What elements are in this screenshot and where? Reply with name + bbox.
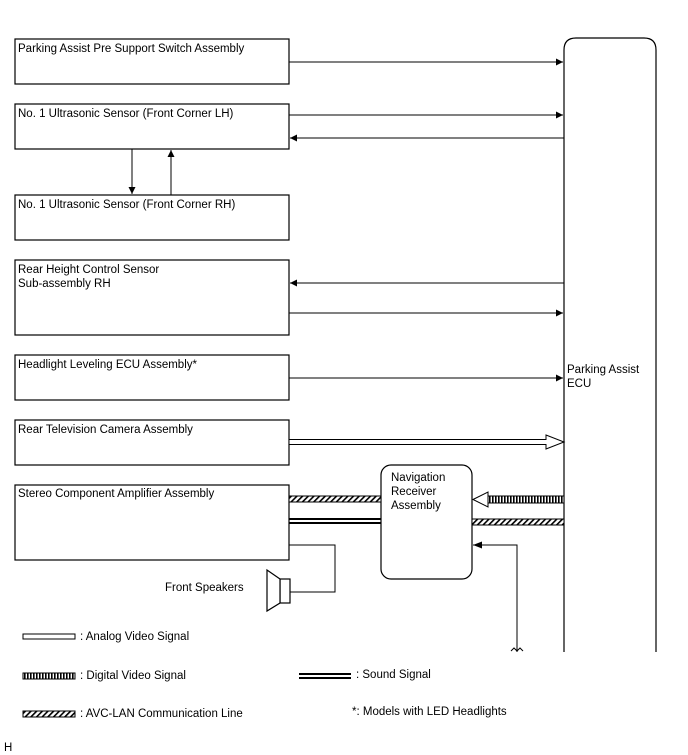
nav-label-line3: Assembly [391, 500, 441, 512]
stereo-amplifier-block: Stereo Component Amplifier Assembly [14, 484, 290, 561]
legend-analog-label: : Analog Video Signal [80, 631, 189, 643]
nav-label-line2: Receiver [391, 486, 437, 498]
amp-to-speaker-line [289, 544, 336, 593]
legend-digital-swatch [22, 672, 76, 680]
rear-camera-block: Rear Television Camera Assembly [14, 419, 290, 466]
avc-lan-amp-to-nav [288, 495, 382, 503]
headlight-ecu-label: Headlight Leveling ECU Assembly* [18, 359, 198, 371]
corner-mark: H [4, 742, 12, 754]
nav-label-line1: Navigation [391, 472, 445, 484]
legend-analog-swatch [22, 633, 76, 640]
parking-assist-switch-label: Parking Assist Pre Support Switch Assemb… [18, 43, 245, 55]
rear-height-label-line2: Sub-assembly RH [18, 278, 111, 290]
legend-sound-label: : Sound Signal [356, 669, 431, 681]
digital-video-arrow [471, 491, 565, 508]
analog-video-arrow [288, 434, 566, 450]
stereo-amplifier-label: Stereo Component Amplifier Assembly [18, 488, 214, 500]
rear-camera-label: Rear Television Camera Assembly [18, 424, 193, 436]
ecu-label-line2: ECU [567, 378, 591, 390]
avc-lan-nav-to-ecu [471, 518, 565, 526]
footnote: *: Models with LED Headlights [352, 706, 507, 718]
parking-assist-ecu: Parking Assist ECU [563, 37, 657, 652]
legend-digital-label: : Digital Video Signal [80, 670, 186, 682]
rear-height-label-line1: Rear Height Control Sensor [18, 264, 159, 276]
navigation-receiver-block: Navigation Receiver Assembly [380, 464, 473, 580]
legend-avc-label: : AVC-LAN Communication Line [80, 708, 243, 720]
ecu-label-line1: Parking Assist [567, 364, 640, 376]
ultrasonic-sensor-rh-label: No. 1 Ultrasonic Sensor (Front Corner RH… [18, 199, 235, 211]
parking-assist-switch-block: Parking Assist Pre Support Switch Assemb… [14, 38, 290, 85]
input-to-nav-arrowhead [473, 541, 482, 549]
headlight-ecu-block: Headlight Leveling ECU Assembly* [14, 354, 290, 401]
speaker-icon [266, 568, 291, 613]
ultrasonic-sensor-rh-block: No. 1 Ultrasonic Sensor (Front Corner RH… [14, 194, 290, 241]
input-to-nav-line [473, 544, 518, 652]
front-speakers-label: Front Speakers [165, 582, 244, 594]
sound-signal-line [289, 518, 381, 524]
legend-sound-swatch [299, 673, 351, 679]
break-mark [510, 647, 524, 652]
legend: : Analog Video Signal : Digital Video Si… [22, 631, 507, 720]
legend-avc-swatch [22, 710, 76, 718]
ultrasonic-sensor-lh-label: No. 1 Ultrasonic Sensor (Front Corner LH… [18, 108, 234, 120]
rear-height-sensor-block: Rear Height Control Sensor Sub-assembly … [14, 259, 290, 336]
ultrasonic-sensor-lh-block: No. 1 Ultrasonic Sensor (Front Corner LH… [14, 103, 290, 150]
